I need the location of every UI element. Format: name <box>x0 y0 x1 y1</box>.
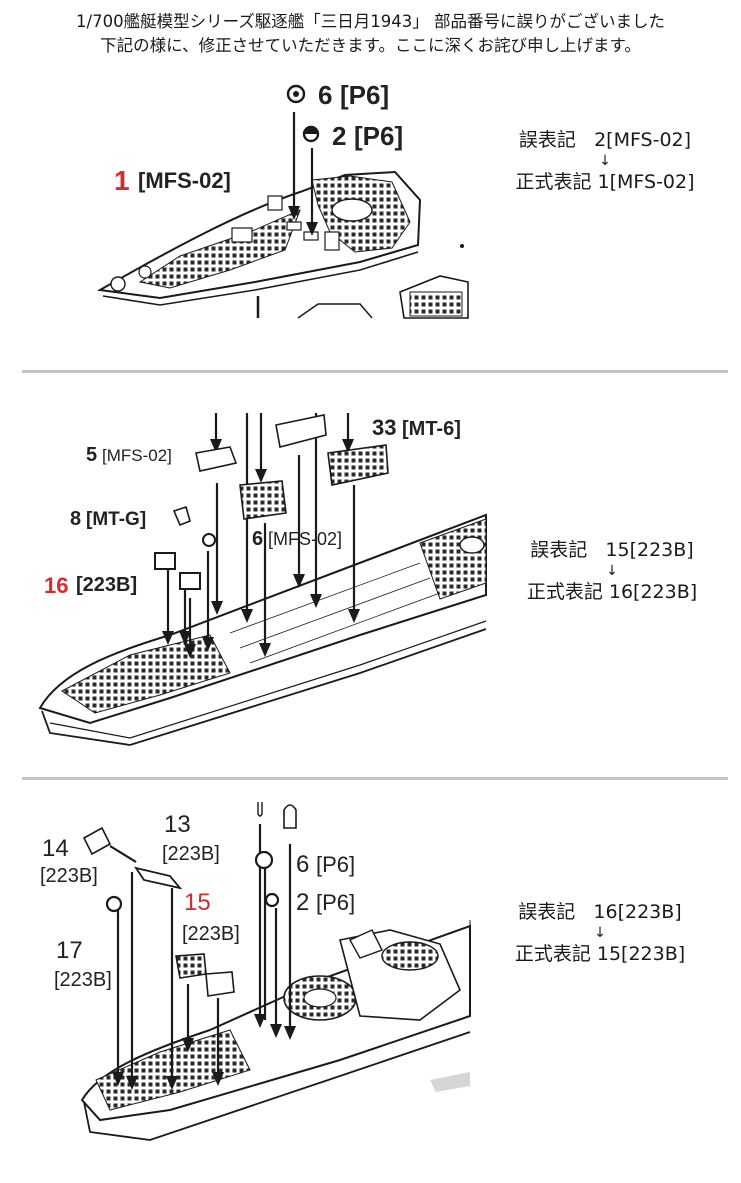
correction-note-2: 誤表記 15[223B] ↓ 正式表記 16[223B] <box>512 538 712 604</box>
label-part-17: 17 <box>56 937 83 964</box>
label-part-13: 13 <box>164 811 191 838</box>
label-part-6-code: [P6] <box>340 80 389 110</box>
part-8-icon <box>172 505 191 527</box>
label-part-2-code: [P6] <box>354 121 403 151</box>
label-part-1-code: [MFS-02] <box>138 168 231 193</box>
part-16-icon-a <box>154 552 176 570</box>
bow-deck-part <box>96 170 422 306</box>
label-part-6: 6 <box>252 528 263 550</box>
correction-note-1: 誤表記 2[MFS-02] ↓ 正式表記 1[MFS-02] <box>500 128 710 194</box>
mast-u-icon <box>257 802 263 817</box>
correction-note-3: 誤表記 16[223B] ↓ 正式表記 15[223B] <box>500 900 700 966</box>
right-label: 正式表記 <box>514 943 591 965</box>
right-value: 15[223B] <box>596 943 686 965</box>
label-part-6: 6 <box>318 80 332 110</box>
part-17-icon <box>105 895 123 913</box>
section-divider-2 <box>22 777 728 780</box>
right-value: 16[223B] <box>608 581 698 603</box>
label-part-16-code: [223B] <box>76 574 137 596</box>
section-divider-1 <box>22 370 728 373</box>
label-part-2-code: [P6] <box>316 890 355 915</box>
label-part-6: 6 <box>296 851 309 878</box>
label-part-15-code: [223B] <box>182 923 240 945</box>
label-part-15: 15 <box>184 889 211 916</box>
assembly-drawing-2: 5 [MFS-02] 33 [MT-6] 8 [MT-G] 6 [MFS-02]… <box>38 413 487 746</box>
part-upper-icon <box>275 414 327 448</box>
wrong-value: 2[MFS-02] <box>594 129 692 151</box>
right-label: 正式表記 <box>526 581 603 603</box>
label-part-14-code: [223B] <box>40 865 98 887</box>
correction-arrow: ↓ <box>594 925 606 941</box>
notice-line-1: 1/700艦艇模型シリーズ駆逐艦「三日月1943」 部品番号に誤りがございました <box>76 12 665 31</box>
part-16-icon-b <box>179 572 201 590</box>
label-part-13-code: [223B] <box>162 843 220 865</box>
correction-panel-3: 14 [223B] 13 [223B] 15 [223B] 17 [223B] … <box>0 780 741 1183</box>
right-label: 正式表記 <box>515 171 592 193</box>
correction-arrow: ↓ <box>606 563 618 579</box>
label-part-14: 14 <box>42 835 69 862</box>
notice-header: 1/700艦艇模型シリーズ駆逐艦「三日月1943」 部品番号に誤りがございました… <box>0 10 741 58</box>
part-2-icon <box>302 125 320 143</box>
label-part-8: 8 <box>70 508 81 530</box>
part-6-icon <box>286 84 306 104</box>
part-2-icon <box>264 892 280 908</box>
mast-post-icon <box>283 804 297 829</box>
right-value: 1[MFS-02] <box>597 171 695 193</box>
assembly-drawing-1: 6 [P6] 2 [P6] 1 [MFS-02] <box>96 80 469 319</box>
part-small-round-icon <box>202 533 216 547</box>
wrong-label: 誤表記 <box>518 129 576 151</box>
label-part-8-code: [MT-G] <box>86 509 146 530</box>
assembly-drawing-3: 14 [223B] 13 [223B] 15 [223B] 17 [223B] … <box>40 802 471 1141</box>
part-33-icon <box>327 444 389 486</box>
part-15-icon-b <box>205 971 235 997</box>
wrong-label: 誤表記 <box>530 539 588 561</box>
label-part-2: 2 <box>332 121 346 151</box>
label-part-33: 33 <box>372 415 396 440</box>
part-14-icon <box>82 826 112 856</box>
part-6-icon <box>254 850 274 870</box>
correction-arrow: ↓ <box>599 153 611 169</box>
hull-deck-part <box>38 513 487 746</box>
wrong-value: 15[223B] <box>605 539 694 561</box>
label-part-2: 2 <box>296 889 309 916</box>
wrong-label: 誤表記 <box>518 901 576 923</box>
part-13-icon <box>133 866 183 890</box>
bridge-structure-part <box>256 244 469 319</box>
correction-panel-2: 5 [MFS-02] 33 [MT-6] 8 [MT-G] 6 [MFS-02]… <box>0 373 741 777</box>
label-part-6-code: [P6] <box>316 852 355 877</box>
notice-line-2: 下記の様に、修正させていただきます。ここに深くお詫び申し上げます。 <box>100 36 641 55</box>
label-part-1: 1 <box>114 165 130 196</box>
label-part-5-code: [MFS-02] <box>102 446 172 465</box>
label-part-16: 16 <box>44 573 68 598</box>
correction-panel-1: 6 [P6] 2 [P6] 1 [MFS-02] 誤表記 2[MFS-02] ↓… <box>0 0 741 370</box>
label-part-33-code: [MT-6] <box>402 418 461 440</box>
label-part-17-code: [223B] <box>54 969 112 991</box>
part-6-icon <box>239 480 287 520</box>
label-part-5: 5 <box>86 444 97 466</box>
wrong-value: 16[223B] <box>593 901 682 923</box>
label-part-6-code: [MFS-02] <box>268 529 342 549</box>
part-15-icon-a <box>175 953 207 979</box>
part-5-icon <box>195 446 238 472</box>
